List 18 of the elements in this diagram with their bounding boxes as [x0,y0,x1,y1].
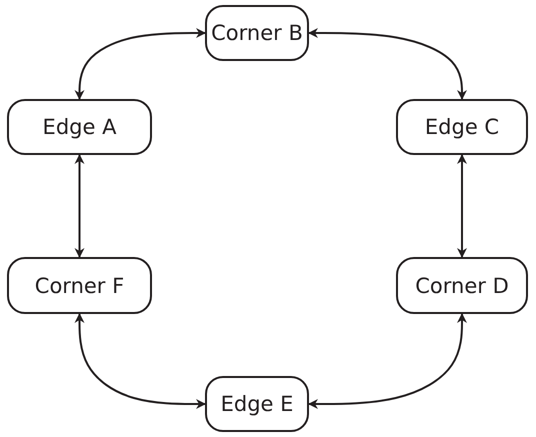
double-arrow [74,28,206,100]
double-arrow [308,313,467,409]
double-arrow [457,154,467,258]
double-arrow [74,154,84,258]
rounded-box [7,257,152,314]
node-label: Corner B [211,21,303,45]
node-label: Corner D [415,274,509,298]
rounded-box [396,99,528,155]
node-label: Edge C [424,115,500,139]
double-arrow [74,313,206,409]
node-label: Corner F [34,274,124,298]
rounded-box [205,376,309,432]
rounded-box [396,257,528,314]
node-label: Edge A [42,115,116,139]
node-label: Edge E [220,392,294,416]
double-arrow [308,28,467,100]
rounded-box [205,5,309,61]
rounded-box [7,99,152,155]
